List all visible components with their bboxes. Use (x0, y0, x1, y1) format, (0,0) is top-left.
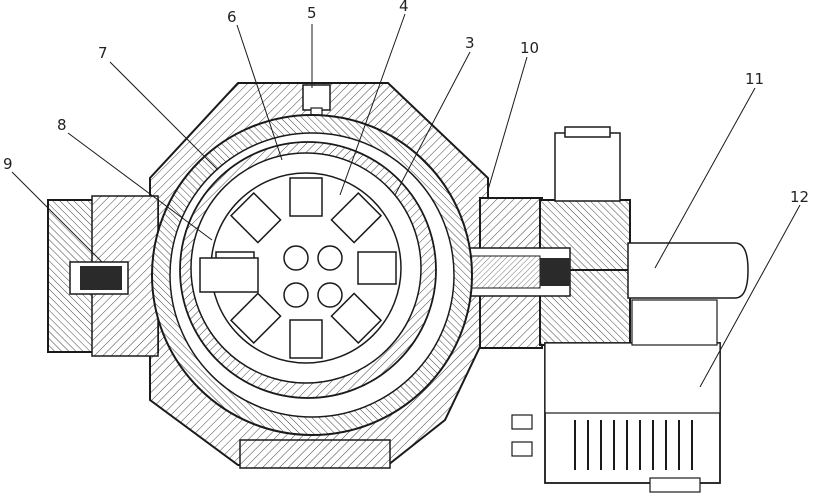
control-box-terminals (511, 414, 533, 457)
control-box-top (544, 342, 721, 414)
control-box-connector (631, 299, 718, 346)
top-sensor-cap (564, 126, 611, 138)
control-box-base (649, 477, 701, 493)
solenoid-cylinder (627, 242, 749, 299)
callout-9: 9 (3, 155, 13, 173)
callout-6: 6 (227, 8, 237, 26)
callout-12: 12 (790, 188, 809, 206)
left-spring (69, 261, 129, 295)
callout-8: 8 (57, 116, 67, 134)
leader-lines (11, 13, 801, 388)
left-piston-block (199, 257, 259, 293)
callout-7: 7 (98, 44, 108, 62)
callout-10: 10 (520, 39, 539, 57)
right-spring-assembly (461, 247, 571, 297)
central-ports (283, 245, 343, 308)
bottom-block (239, 439, 391, 469)
callout-4: 4 (399, 0, 409, 15)
callout-11: 11 (745, 70, 764, 88)
radial-pistons (215, 177, 397, 359)
callout-3: 3 (465, 34, 475, 52)
top-bolt (302, 84, 331, 111)
top-sensor-housing (554, 132, 621, 202)
callout-5: 5 (307, 4, 317, 22)
control-box-fins (574, 420, 693, 470)
